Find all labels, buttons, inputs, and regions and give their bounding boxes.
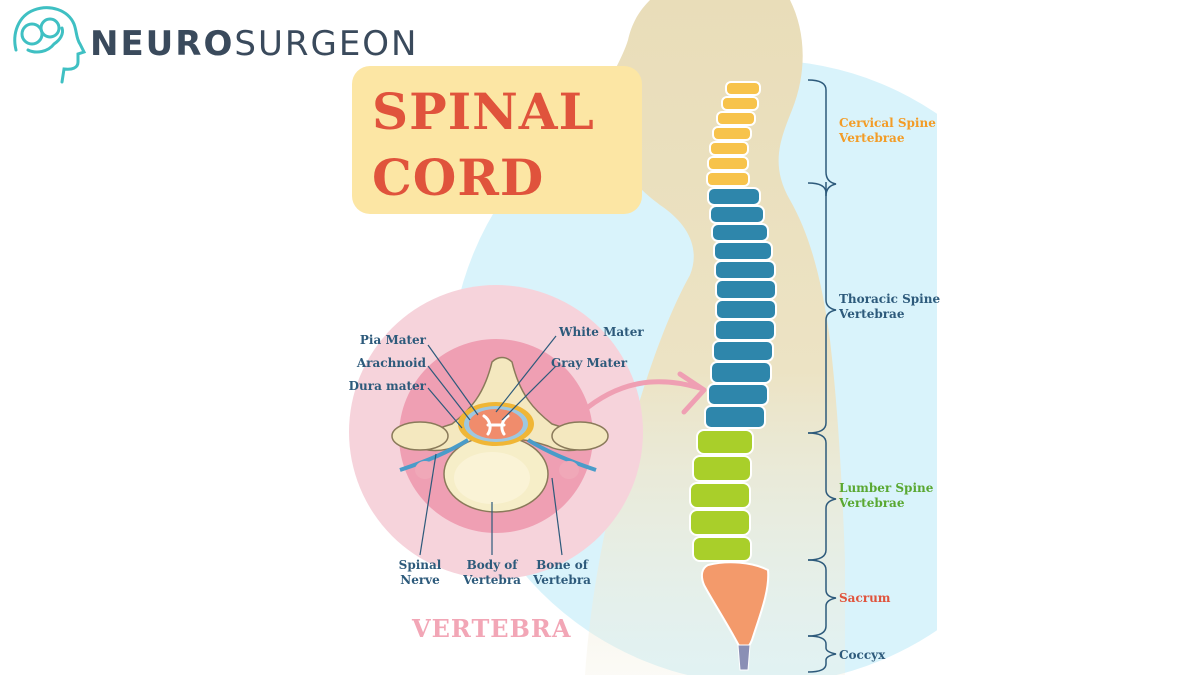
logo-icon-space bbox=[8, 4, 84, 84]
lumbar-vertebra-4 bbox=[689, 509, 751, 536]
title-line-1: SPINAL bbox=[372, 82, 595, 141]
thoracic-vertebra-10 bbox=[710, 361, 772, 384]
thoracic-vertebra-3 bbox=[711, 223, 769, 242]
nerve-ganglion-right bbox=[559, 461, 579, 479]
white-mater-label: White Mater bbox=[559, 325, 644, 339]
thoracic-vertebra-1 bbox=[707, 187, 761, 206]
arachnoid-label: Arachnoid bbox=[356, 356, 426, 370]
thoracic-vertebra-7 bbox=[715, 299, 777, 320]
cervical-label-line1: Cervical Spine bbox=[839, 116, 936, 130]
gray-mater-label: Gray Mater bbox=[551, 356, 628, 370]
spinal-nerve-label-line2: Nerve bbox=[400, 573, 440, 587]
gray-mater bbox=[482, 414, 510, 436]
brand-logo[interactable]: NEUROSURGEON bbox=[8, 4, 448, 84]
thoracic-vertebra-12 bbox=[704, 405, 766, 429]
spine bbox=[689, 81, 777, 562]
spinal-nerve-left bbox=[399, 438, 470, 472]
cervical-vertebra-4 bbox=[712, 126, 752, 141]
lumbar-vertebra-5 bbox=[692, 536, 752, 562]
cervical-vertebra-2 bbox=[721, 96, 759, 111]
thoracic-label: Thoracic Spine Vertebrae bbox=[839, 292, 940, 322]
title-box bbox=[352, 66, 642, 214]
cervical-vertebra-6 bbox=[707, 156, 749, 171]
arrow-head-icon bbox=[677, 371, 707, 415]
thoracic-label-line2: Vertebrae bbox=[839, 307, 905, 321]
thoracic-vertebra-2 bbox=[709, 205, 765, 224]
thoracic-vertebra-4 bbox=[713, 241, 773, 261]
thoracic-vertebra-8 bbox=[714, 319, 776, 341]
sacrum-label: Sacrum bbox=[839, 591, 891, 605]
logo-text-bold: NEURO bbox=[90, 24, 235, 64]
pointer-arrow bbox=[579, 379, 703, 415]
logo-text: NEUROSURGEON bbox=[90, 24, 419, 64]
right-mask bbox=[937, 0, 1200, 675]
bone-of-vertebra-label-line1: Bone of bbox=[536, 558, 588, 572]
thoracic-vertebra-11 bbox=[707, 383, 769, 406]
nerve-ganglion-left bbox=[415, 461, 435, 479]
coccyx bbox=[737, 644, 751, 671]
cervical-label: Cervical Spine Vertebrae bbox=[839, 116, 936, 146]
body-of-vertebra-label: Body of Vertebra bbox=[456, 558, 528, 588]
body-of-vertebra-label-line1: Body of bbox=[466, 558, 518, 572]
lumbar-label: Lumber Spine Vertebrae bbox=[839, 481, 933, 511]
pia-mater-label: Pia Mater bbox=[359, 333, 426, 347]
cervical-vertebra-1 bbox=[725, 81, 761, 96]
dura-mater-label: Dura mater bbox=[348, 379, 426, 393]
spinal-nerve-label: Spinal Nerve bbox=[390, 558, 450, 588]
cervical-vertebra-5 bbox=[709, 141, 749, 156]
thoracic-vertebra-9 bbox=[712, 340, 774, 362]
logo-text-rest: SURGEON bbox=[234, 24, 419, 64]
lumbar-label-line2: Vertebrae bbox=[839, 496, 905, 510]
spinal-nerve-label-line1: Spinal bbox=[398, 558, 442, 572]
cervical-label-line2: Vertebrae bbox=[839, 131, 905, 145]
bone-of-vertebra-label: Bone of Vertebra bbox=[526, 558, 598, 588]
lumbar-vertebra-1 bbox=[696, 429, 754, 455]
cervical-vertebra-7 bbox=[706, 171, 750, 187]
region-braces bbox=[807, 79, 837, 673]
lumbar-label-line1: Lumber Spine bbox=[839, 481, 934, 495]
lumbar-vertebra-2 bbox=[692, 455, 752, 482]
bone-of-vertebra-label-line2: Vertebra bbox=[533, 573, 591, 587]
thoracic-vertebra-5 bbox=[714, 260, 776, 280]
spinal-nerve-right bbox=[526, 438, 597, 472]
title-line-2: CORD bbox=[372, 148, 545, 207]
body-of-vertebra-label-line2: Vertebra bbox=[463, 573, 521, 587]
cervical-vertebra-3 bbox=[716, 111, 756, 126]
head-brain-icon bbox=[13, 6, 87, 84]
leader-lines bbox=[419, 335, 563, 556]
thoracic-vertebra-6 bbox=[715, 279, 777, 300]
vertebra-title: VERTEBRA bbox=[412, 614, 572, 643]
coccyx-label: Coccyx bbox=[839, 648, 886, 662]
lumbar-vertebra-3 bbox=[689, 482, 751, 509]
thoracic-label-line1: Thoracic Spine bbox=[839, 292, 941, 306]
